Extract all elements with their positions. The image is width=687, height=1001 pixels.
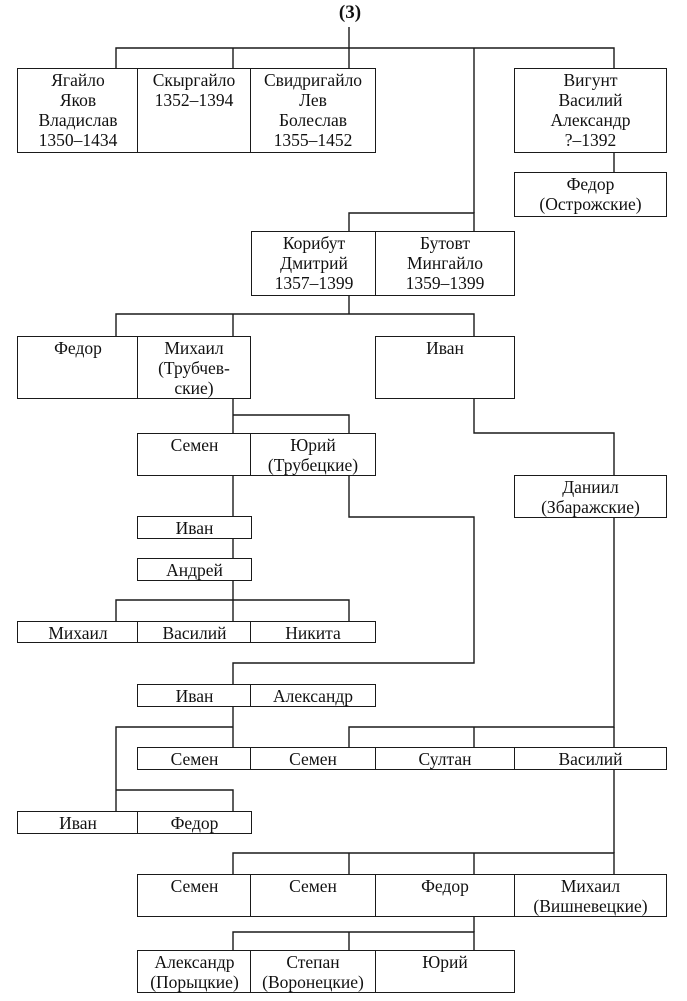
person-box-nikita: Никита [250,621,376,643]
person-box-svidrigailo: Свидригайло Лев Болеслав 1355–1452 [250,68,376,153]
person-name: Семен [170,435,219,455]
connector [232,931,475,950]
person-name: Иван [426,338,464,358]
person-box-fedor: Федор [17,336,139,399]
person-box-semen: Семен [137,433,252,476]
person-name: Александр (Порыцкие) [150,952,239,992]
person-name: Бутовт Мингайло 1359–1399 [405,233,485,293]
person-box-aleksandr: Александр [250,684,376,707]
person-name: Федор [54,338,102,358]
person-name: Семен [289,749,337,769]
person-name: Юрий [422,952,468,972]
person-box-skyrgailo: Скыргайло 1352–1394 [137,68,251,153]
person-box-vasiliy-2: Василий [514,747,667,770]
person-box-fedor-2: Федор [137,811,252,834]
person-name: Корибут Дмитрий 1357–1399 [274,233,354,293]
person-name: Федор (Острожские) [539,174,642,214]
person-box-semen-4: Семен [137,874,252,917]
connector [348,517,615,747]
connector [115,313,475,336]
connector [233,414,350,433]
person-name: Скыргайло 1352–1394 [152,70,236,110]
person-name: Вигунт Василий Александр ?–1392 [550,70,631,150]
person-box-mikhail: Михаил [17,621,139,643]
connector [232,852,615,874]
person-name: Свидригайло Лев Болеслав 1355–1452 [263,70,363,150]
connector [115,726,233,790]
person-box-butovt: Бутовт Мингайло 1359–1399 [375,231,515,296]
person-name: Никита [285,623,341,643]
connector [473,398,615,475]
person-name: Федор [421,876,469,896]
person-name: Василий [162,623,227,643]
person-box-ivan: Иван [375,336,515,399]
person-box-ivan-3: Иван [137,684,252,707]
person-box-mikhail-trubchevskie: Михаил (Трубчев- ские) [137,336,251,399]
connector [115,47,615,68]
person-box-semen-3: Семен [250,747,376,770]
person-name: Семен [289,876,337,896]
person-name: Семен [170,749,219,769]
person-name: Василий [558,749,623,769]
person-box-yagailo: Ягайло Яков Владислав 1350–1434 [17,68,139,153]
page-title: (3) [338,2,362,23]
person-box-ivan-2: Иван [137,516,252,539]
person-box-semen-2: Семен [137,747,252,770]
connector [116,789,234,811]
person-box-fedor-ostrozhskie: Федор (Острожские) [514,172,667,217]
person-box-koribut: Корибут Дмитрий 1357–1399 [251,231,377,296]
person-box-fedor-3: Федор [375,874,515,917]
person-box-daniil-zbarazhskie: Даниил (Збаражские) [514,475,667,518]
person-name: Даниил (Збаражские) [541,477,640,517]
person-name: Иван [175,686,214,706]
person-name: Иван [175,518,214,538]
person-name: Федор [170,813,219,833]
person-name: Иван [59,813,97,833]
person-name: Михаил [48,623,108,643]
person-box-andrey: Андрей [137,558,252,581]
person-box-yuri: Юрий [375,950,515,993]
person-name: Семен [170,876,219,896]
person-box-mikhail-vishnevetskie: Михаил (Вишневецкие) [514,874,667,917]
person-box-vasiliy: Василий [137,621,252,643]
connector [232,475,475,684]
person-name: Михаил (Вишневецкие) [533,876,648,916]
person-box-stepan-voronetskie: Степан (Воронецкие) [250,950,376,993]
person-name: Андрей [166,560,223,580]
person-name: Степан (Воронецкие) [262,952,364,992]
person-name: Александр [273,686,353,706]
person-name: Ягайло Яков Владислав 1350–1434 [38,70,118,150]
person-box-sultan: Султан [375,747,515,770]
person-name: Юрий (Трубецкие) [267,435,359,475]
person-name: Султан [418,749,472,769]
connector [348,212,475,231]
person-box-semen-5: Семен [250,874,376,917]
person-box-ivan-4: Иван [17,811,139,834]
person-box-aleksandr-porytskie: Александр (Порыцкие) [137,950,252,993]
person-name: Михаил (Трубчев- ские) [158,338,230,398]
person-box-yuri-trubetskie: Юрий (Трубецкие) [250,433,376,476]
person-box-vigunt: Вигунт Василий Александр ?–1392 [514,68,667,153]
